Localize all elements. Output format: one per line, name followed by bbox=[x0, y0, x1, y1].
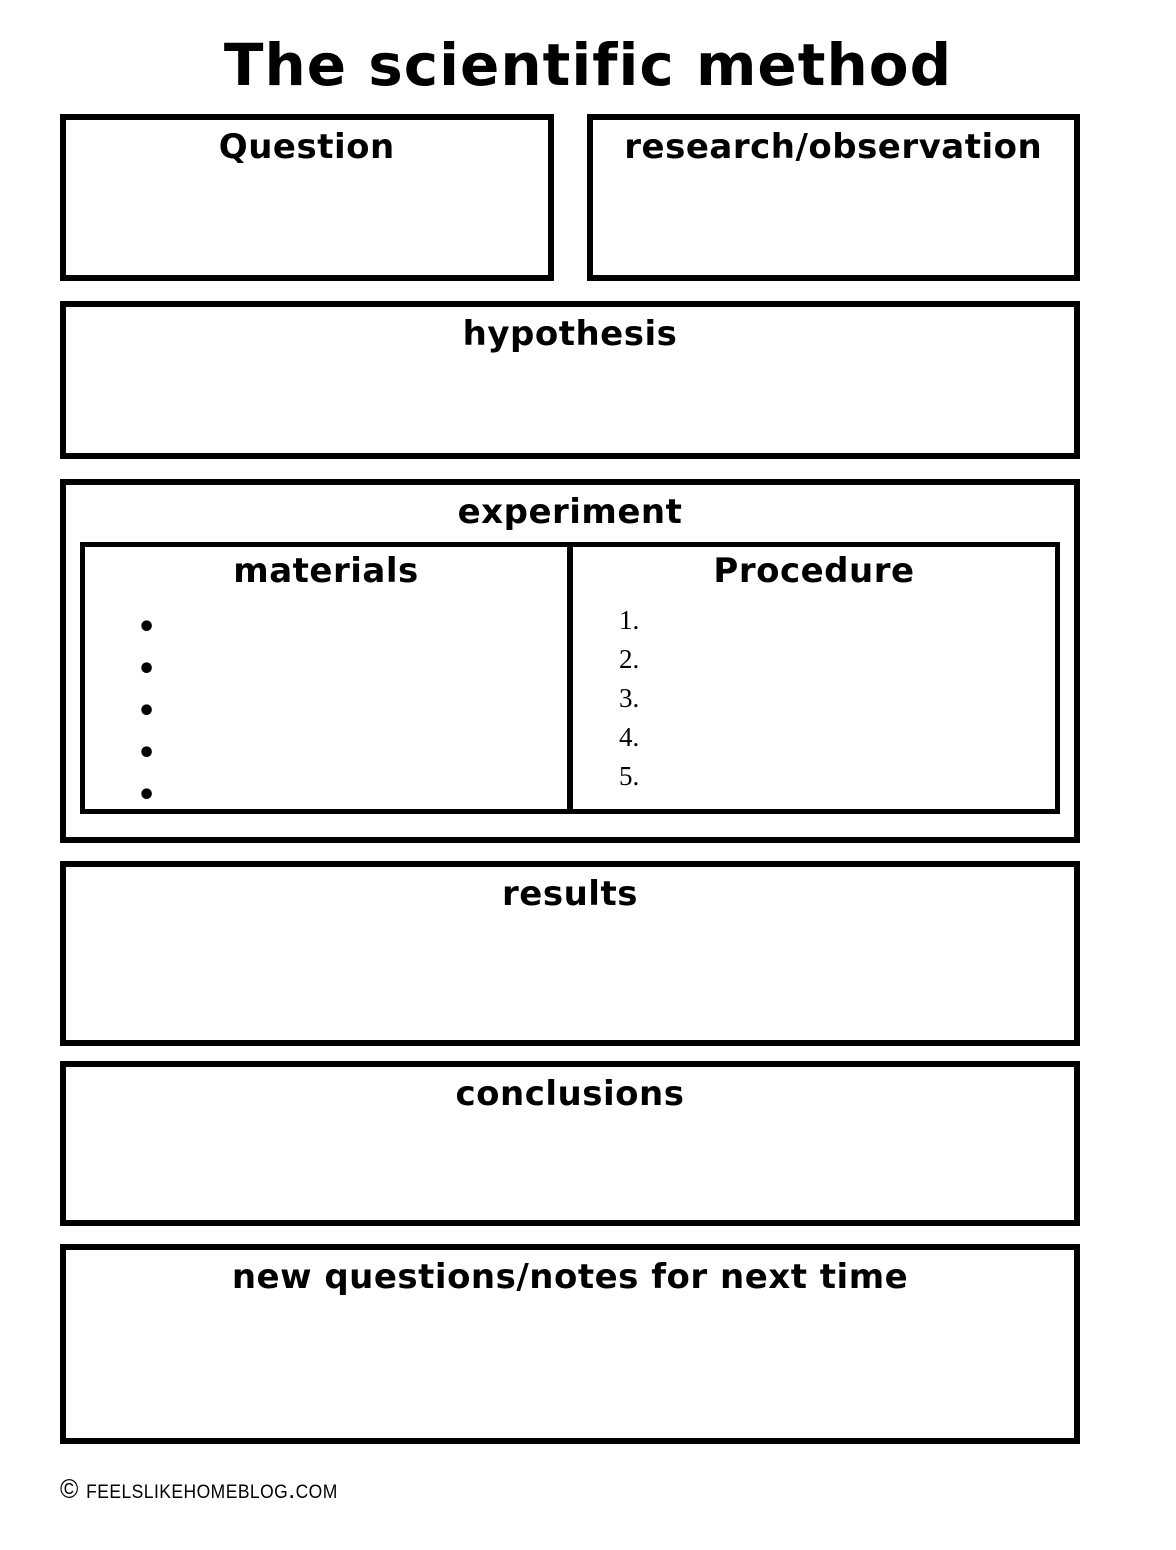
copyright-footer: © feelslikehomeblog.com bbox=[60, 1473, 338, 1504]
procedure-step-number: 5. bbox=[619, 760, 640, 791]
research-observation-label: research/observation bbox=[624, 126, 1043, 167]
procedure-step-number: 3. bbox=[619, 682, 640, 713]
question-box: Question bbox=[60, 113, 554, 281]
materials-bullet: • bbox=[137, 777, 157, 813]
hypothesis-label: hypothesis bbox=[462, 313, 678, 354]
top-row: Question research/observation bbox=[60, 113, 1080, 281]
worksheet-content: Question research/observation hypothesis… bbox=[60, 113, 1080, 1444]
procedure-step-number: 4. bbox=[619, 721, 640, 752]
experiment-inner-box: materials • • • • • Procedure 1. 2. 3. bbox=[80, 541, 1060, 814]
materials-bullet: • bbox=[137, 609, 157, 645]
experiment-box: experiment materials • • • • • Procedure bbox=[60, 478, 1080, 843]
procedure-column: Procedure 1. 2. 3. 4. 5. bbox=[573, 547, 1055, 809]
procedure-step-number: 2. bbox=[619, 643, 640, 674]
results-label: results bbox=[502, 873, 638, 914]
procedure-label: Procedure bbox=[713, 550, 915, 591]
procedure-step-list: 1. 2. 3. 4. 5. bbox=[573, 601, 1055, 796]
results-box: results bbox=[60, 860, 1080, 1046]
materials-bullet-list: • • • • • bbox=[85, 607, 567, 817]
conclusions-label: conclusions bbox=[455, 1073, 685, 1114]
question-label: Question bbox=[218, 126, 395, 167]
new-questions-box: new questions/notes for next time bbox=[60, 1243, 1080, 1444]
conclusions-box: conclusions bbox=[60, 1060, 1080, 1226]
materials-label: materials bbox=[233, 550, 419, 591]
page-title: The scientific method bbox=[223, 31, 953, 99]
materials-column: materials • • • • • bbox=[85, 546, 573, 813]
experiment-label: experiment bbox=[457, 491, 683, 532]
procedure-step-number: 1. bbox=[619, 604, 640, 635]
materials-bullet: • bbox=[137, 651, 157, 687]
materials-bullet: • bbox=[137, 735, 157, 771]
research-observation-box: research/observation bbox=[586, 113, 1080, 281]
materials-bullet: • bbox=[137, 693, 157, 729]
new-questions-label: new questions/notes for next time bbox=[231, 1256, 909, 1297]
hypothesis-box: hypothesis bbox=[60, 300, 1080, 459]
